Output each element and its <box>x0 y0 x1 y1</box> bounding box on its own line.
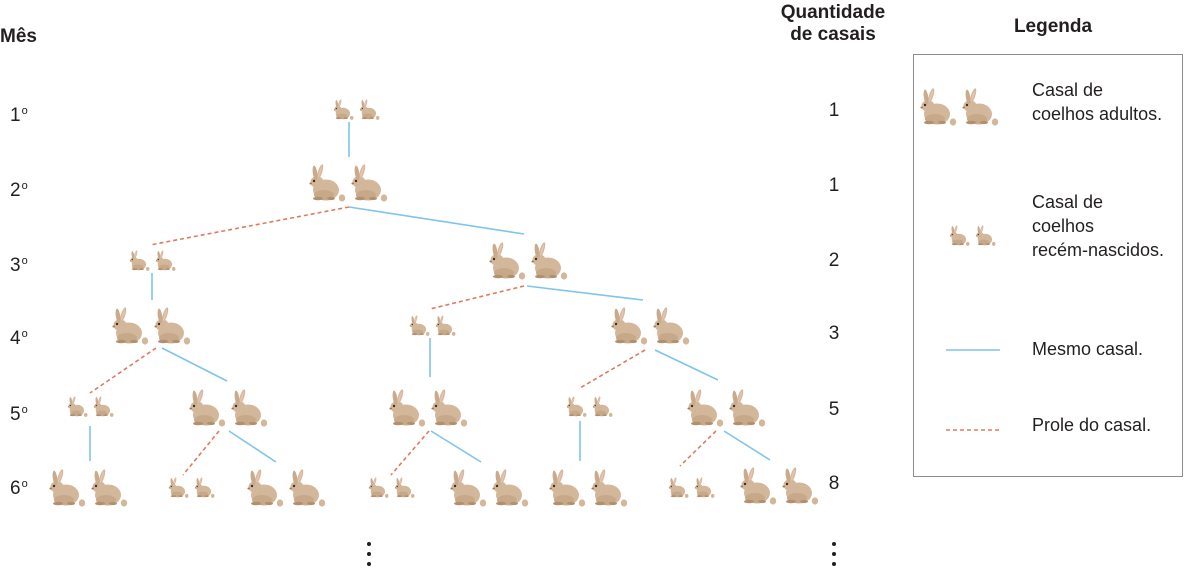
couple-count-1: 1 <box>828 100 840 121</box>
couple-12-rabbit-right <box>729 388 766 427</box>
couple-12-rabbit-left <box>687 388 724 427</box>
legend-adult-rabbit-right <box>962 87 999 126</box>
couple-7-rabbit-right <box>653 306 690 345</box>
offspring-line-8 <box>89 347 157 394</box>
couple-20-rabbit-left <box>740 466 777 505</box>
same-couple-line-15 <box>430 430 482 463</box>
couple-5-rabbit-right <box>154 306 191 345</box>
couple-8-rabbit-left <box>67 396 88 417</box>
couple-count-3: 2 <box>828 250 840 271</box>
couple-18-rabbit-left <box>549 468 586 507</box>
couple-3-rabbit-right <box>155 250 176 271</box>
couple-4-rabbit-right <box>531 241 568 280</box>
couple-17-rabbit-left <box>450 468 487 507</box>
offspring-line-11 <box>579 349 646 389</box>
offspring-line-3 <box>149 206 350 246</box>
couple-14-rabbit-right <box>194 477 215 498</box>
couple-11-rabbit-right <box>592 396 613 417</box>
couple-14-rabbit-left <box>168 477 189 498</box>
couple-19-rabbit-left <box>668 477 689 498</box>
couple-9-rabbit-right <box>231 388 268 427</box>
couple-4-rabbit-left <box>489 241 526 280</box>
couple-18-rabbit-right <box>591 468 628 507</box>
same-couple-line-18 <box>723 430 771 461</box>
count-header-line2: de casais <box>790 24 876 45</box>
legend-box <box>913 54 1183 477</box>
couple-2-rabbit-right <box>351 163 388 202</box>
couple-20-rabbit-right <box>782 466 819 505</box>
offspring-line-16 <box>390 430 430 476</box>
couple-17-rabbit-right <box>492 468 529 507</box>
couple-1-rabbit-left <box>333 99 354 120</box>
couple-count-6: 8 <box>828 473 840 494</box>
couple-10-rabbit-right <box>431 388 468 427</box>
couple-6-rabbit-right <box>435 315 456 336</box>
count-continuation-dots <box>831 542 837 572</box>
couple-8-rabbit-right <box>93 396 114 417</box>
month-label-3: 3o <box>10 255 28 276</box>
couple-16-rabbit-left <box>368 477 389 498</box>
legend-adult-rabbit-left <box>920 87 957 126</box>
couple-15-rabbit-left <box>247 468 284 507</box>
legend-same-couple-text: Mesmo casal. <box>1032 339 1144 359</box>
month-label-5: 5o <box>10 404 28 425</box>
legend-offspring-text: Prole do casal. <box>1032 415 1152 435</box>
couple-1-rabbit-right <box>359 99 380 120</box>
couple-9-rabbit-left <box>189 388 226 427</box>
month-column-header: Mês <box>0 26 37 47</box>
couple-count-4: 3 <box>828 323 840 344</box>
couple-6-rabbit-left <box>409 315 430 336</box>
couple-13-rabbit-right <box>91 468 128 507</box>
couple-10-rabbit-left <box>389 388 426 427</box>
offspring-line-6 <box>429 285 525 310</box>
month-label-6: 6o <box>10 478 28 499</box>
couple-11-rabbit-left <box>566 396 587 417</box>
month-label-1: 1o <box>10 105 28 126</box>
month-label-2: 2o <box>10 180 28 201</box>
couple-count-2: 1 <box>828 175 840 196</box>
couple-16-rabbit-right <box>394 477 415 498</box>
offspring-line-14 <box>182 430 220 476</box>
same-couple-line-10 <box>654 349 719 381</box>
same-couple-line-5 <box>526 285 644 301</box>
month-label-4: 4o <box>10 328 28 349</box>
same-couple-line-13 <box>228 430 277 463</box>
offspring-line-19 <box>679 430 717 467</box>
couple-2-rabbit-left <box>309 163 346 202</box>
tree-continuation-dots <box>366 542 372 572</box>
legend-title: Legenda <box>1013 16 1093 37</box>
count-header-line1: Quantidade <box>780 2 886 23</box>
couple-13-rabbit-left <box>49 468 86 507</box>
legend-baby-rabbit-right <box>975 225 996 246</box>
couple-19-rabbit-right <box>694 477 715 498</box>
couple-3-rabbit-left <box>129 250 150 271</box>
count-column-header: Quantidade de casais <box>770 2 896 46</box>
couple-7-rabbit-left <box>611 306 648 345</box>
couple-count-5: 5 <box>828 399 840 420</box>
same-couple-line-7 <box>161 347 228 382</box>
couple-5-rabbit-left <box>112 306 149 345</box>
legend-baby-rabbit-left <box>949 225 970 246</box>
couple-15-rabbit-right <box>289 468 326 507</box>
same-couple-line-2 <box>348 206 525 235</box>
